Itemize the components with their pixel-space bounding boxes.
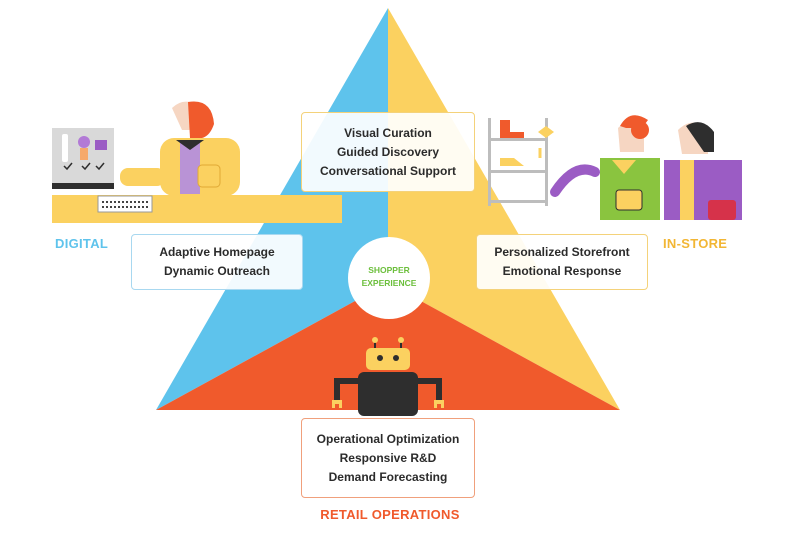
center-line-1: SHOPPER	[368, 265, 410, 275]
instore-segment	[388, 8, 620, 410]
digital-capabilities-box: Adaptive Homepage Dynamic Outreach	[131, 234, 303, 290]
instore-item: Emotional Response	[502, 264, 622, 278]
retail-operations-label: RETAIL OPERATIONS	[320, 507, 460, 522]
digital-label: DIGITAL	[55, 236, 109, 251]
robot-icon	[332, 337, 444, 416]
shared-capabilities-box: Visual Curation Guided Discovery Convers…	[301, 112, 475, 192]
person-at-computer-icon	[52, 101, 342, 223]
retail-item: Demand Forecasting	[328, 469, 448, 484]
shoppers-with-shoes-icon	[488, 115, 742, 220]
digital-item: Dynamic Outreach	[163, 264, 271, 278]
retail-item: Operational Optimization	[316, 431, 460, 446]
retail-item: Responsive R&D	[339, 450, 437, 465]
retail-segment	[156, 283, 620, 410]
instore-label: IN-STORE	[663, 236, 728, 251]
shared-item: Conversational Support	[319, 163, 456, 178]
digital-item: Adaptive Homepage	[159, 245, 275, 259]
retail-capabilities-box: Operational Optimization Responsive R&D …	[301, 418, 475, 498]
center-circle	[348, 237, 430, 319]
center-line-2: EXPERIENCE	[361, 278, 417, 288]
shopper-experience-label: SHOPPER EXPERIENCE	[348, 264, 430, 290]
shared-item: Visual Curation	[344, 125, 432, 140]
instore-item: Personalized Storefront	[494, 245, 630, 259]
instore-capabilities-box: Personalized Storefront Emotional Respon…	[476, 234, 648, 290]
shared-item: Guided Discovery	[336, 144, 440, 159]
